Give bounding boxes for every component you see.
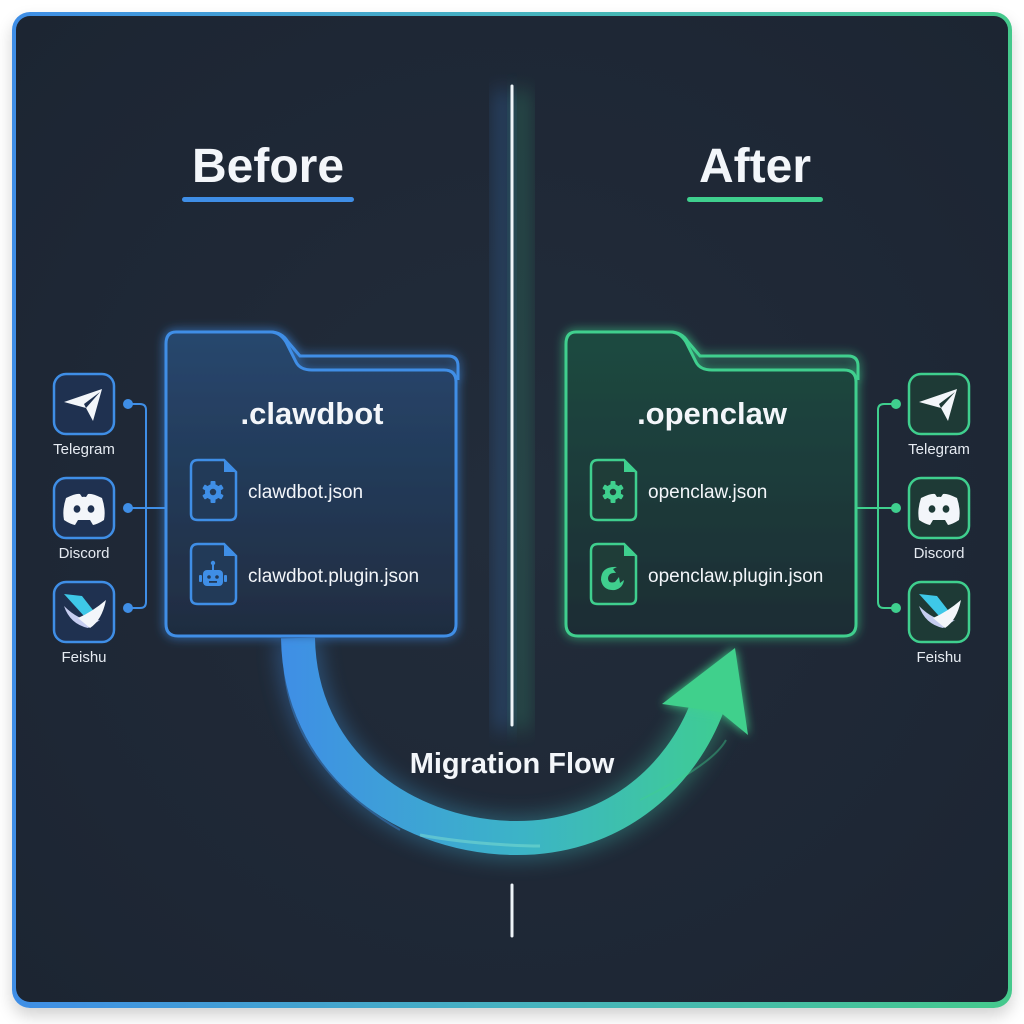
after-file-config-label: openclaw.json <box>648 482 767 503</box>
after-service-discord[interactable]: Discord <box>907 476 971 562</box>
gear-icon <box>602 481 624 503</box>
after-service-discord-label: Discord <box>914 545 965 562</box>
before-file-config[interactable]: clawdbot.json <box>189 458 363 522</box>
before-title: Before <box>192 140 344 193</box>
before-service-feishu-label: Feishu <box>61 649 106 666</box>
before-service-discord-label: Discord <box>59 545 110 562</box>
before-service-discord[interactable]: Discord <box>52 476 116 562</box>
before-title-underline <box>182 197 354 202</box>
after-service-feishu[interactable]: Feishu <box>907 580 971 666</box>
after-folder-name: .openclaw <box>637 396 788 431</box>
telegram-icon <box>919 389 957 421</box>
center-divider <box>496 84 528 938</box>
after-service-telegram[interactable]: Telegram <box>907 372 971 458</box>
robot-icon <box>199 560 227 586</box>
discord-icon <box>63 493 105 525</box>
after-connectors <box>856 399 901 613</box>
before-folder[interactable] <box>164 330 460 638</box>
gear-icon <box>202 481 224 503</box>
before-folder-name: .clawdbot <box>241 396 384 431</box>
before-connectors <box>123 399 166 613</box>
before-file-plugin-label: clawdbot.plugin.json <box>248 566 419 587</box>
before-service-telegram-label: Telegram <box>53 441 115 458</box>
after-service-telegram-label: Telegram <box>908 441 970 458</box>
discord-icon <box>918 493 960 525</box>
telegram-icon <box>64 389 102 421</box>
after-title: After <box>699 140 811 193</box>
claw-icon <box>601 566 624 591</box>
before-file-config-label: clawdbot.json <box>248 482 363 503</box>
after-file-plugin[interactable]: openclaw.plugin.json <box>589 542 823 606</box>
migration-flow-label: Migration Flow <box>410 748 615 780</box>
before-service-feishu[interactable]: Feishu <box>52 580 116 666</box>
after-file-config[interactable]: openclaw.json <box>589 458 767 522</box>
migration-flow-arrow <box>276 637 748 861</box>
feishu-icon <box>64 594 106 628</box>
after-service-feishu-label: Feishu <box>916 649 961 666</box>
feishu-icon <box>919 594 961 628</box>
after-title-underline <box>687 197 823 202</box>
before-file-plugin[interactable]: clawdbot.plugin.json <box>189 542 419 606</box>
after-folder[interactable] <box>564 330 860 638</box>
before-service-telegram[interactable]: Telegram <box>52 372 116 458</box>
after-file-plugin-label: openclaw.plugin.json <box>648 566 823 587</box>
